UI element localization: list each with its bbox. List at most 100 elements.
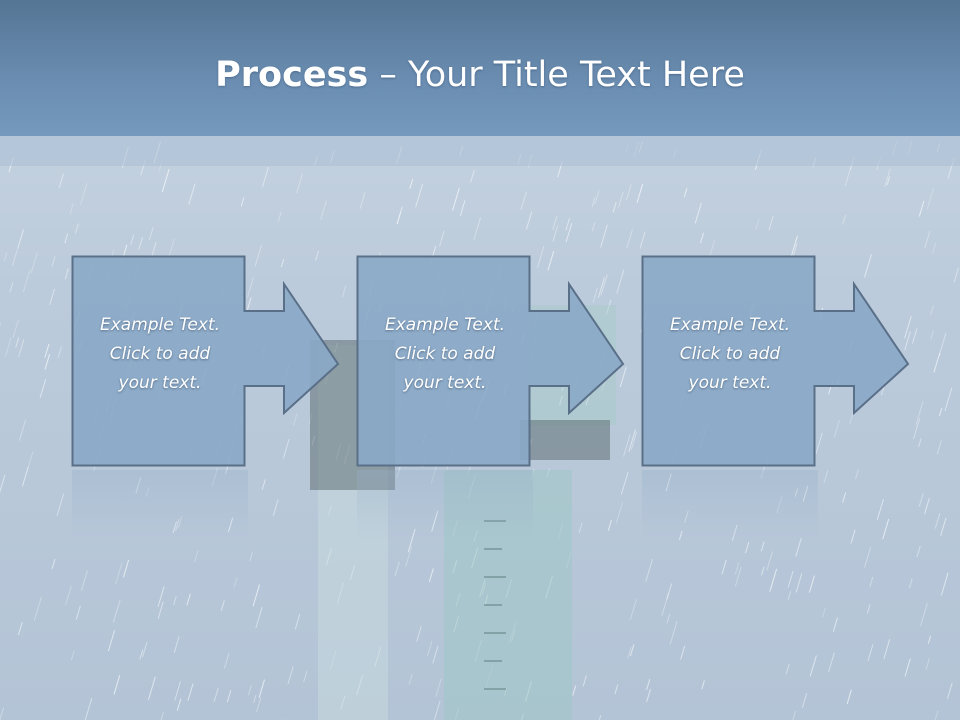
rain-streak bbox=[15, 337, 20, 348]
rain-streak bbox=[287, 666, 294, 685]
rain-streak bbox=[600, 274, 608, 296]
rain-streak bbox=[904, 330, 911, 351]
rain-streak bbox=[867, 644, 874, 662]
rain-streak bbox=[17, 621, 23, 636]
rain-streak bbox=[431, 510, 439, 532]
slide-title[interactable]: Process – Your Title Text Here bbox=[0, 52, 960, 98]
rain-streak bbox=[882, 518, 890, 540]
rain-streak bbox=[886, 176, 891, 186]
rain-streak bbox=[926, 187, 935, 210]
rain-streak bbox=[416, 626, 422, 642]
rain-streak bbox=[272, 499, 279, 517]
rain-streak bbox=[666, 613, 671, 624]
rain-streak bbox=[938, 407, 943, 417]
rain-streak bbox=[536, 246, 545, 268]
rain-streak bbox=[18, 339, 25, 357]
rain-streak bbox=[261, 479, 266, 490]
title-bar bbox=[0, 0, 960, 136]
rain-streak bbox=[240, 197, 245, 207]
process-step-2[interactable]: Example Text. Click to add your text. bbox=[356, 255, 625, 467]
rain-streak bbox=[261, 166, 269, 188]
rain-streak bbox=[940, 517, 947, 536]
rain-streak bbox=[44, 353, 51, 370]
rain-streak bbox=[80, 570, 88, 591]
rain-streak bbox=[315, 250, 319, 261]
rain-streak bbox=[822, 607, 826, 618]
rain-streak bbox=[213, 687, 219, 702]
rain-streak bbox=[559, 395, 563, 406]
step-2-text[interactable]: Example Text. Click to add your text. bbox=[357, 311, 533, 398]
rain-streak bbox=[254, 244, 263, 267]
rain-streak bbox=[107, 630, 116, 652]
rain-streak bbox=[721, 559, 727, 575]
rain-streak bbox=[876, 499, 884, 520]
rain-streak bbox=[432, 645, 439, 664]
rain-streak bbox=[918, 438, 922, 448]
rain-streak bbox=[84, 698, 93, 720]
rain-streak bbox=[18, 419, 27, 441]
rain-streak bbox=[552, 215, 558, 231]
rain-streak bbox=[594, 189, 600, 205]
rain-streak bbox=[3, 252, 8, 262]
rain-streak bbox=[930, 330, 934, 340]
rain-streak bbox=[918, 493, 924, 507]
rain-streak bbox=[801, 693, 808, 708]
rain-streak bbox=[683, 188, 688, 198]
rain-streak bbox=[157, 601, 164, 619]
rain-streak bbox=[49, 288, 55, 306]
step-2-line-1: Example Text. bbox=[384, 315, 506, 335]
rain-streak bbox=[247, 684, 252, 696]
process-step-1[interactable]: Example Text. Click to add your text. bbox=[71, 255, 340, 467]
title-rest-part: – Your Title Text Here bbox=[368, 55, 745, 95]
rain-streak bbox=[161, 168, 170, 193]
rain-streak bbox=[864, 546, 872, 568]
rain-streak bbox=[904, 315, 912, 339]
rain-streak bbox=[405, 546, 413, 567]
rain-streak bbox=[64, 233, 69, 244]
rain-streak bbox=[666, 583, 673, 600]
rain-streak bbox=[832, 617, 839, 632]
rain-streak bbox=[227, 517, 234, 533]
rain-streak bbox=[646, 688, 652, 703]
rain-streak bbox=[64, 268, 69, 280]
rain-streak bbox=[823, 470, 829, 484]
rain-streak bbox=[220, 600, 225, 612]
rain-streak bbox=[808, 575, 815, 593]
step-1-text[interactable]: Example Text. Click to add your text. bbox=[72, 311, 248, 398]
rain-streak bbox=[597, 277, 605, 298]
rain-streak bbox=[925, 658, 930, 671]
rain-streak bbox=[407, 528, 416, 553]
rain-streak bbox=[211, 467, 219, 486]
rain-streak bbox=[646, 678, 651, 691]
rain-streak bbox=[394, 561, 400, 577]
rain-streak bbox=[359, 192, 366, 209]
process-step-3[interactable]: Example Text. Click to add your text. bbox=[641, 255, 910, 467]
rain-streak bbox=[864, 254, 872, 278]
rain-streak bbox=[311, 435, 316, 446]
rain-streak bbox=[139, 649, 144, 660]
rain-streak bbox=[932, 242, 937, 254]
rain-streak bbox=[833, 419, 840, 438]
rain-streak bbox=[4, 337, 12, 357]
rain-streak bbox=[842, 214, 847, 225]
rain-streak bbox=[618, 191, 624, 208]
rain-streak bbox=[439, 230, 445, 247]
rain-streak bbox=[11, 249, 18, 266]
rain-streak bbox=[940, 572, 949, 596]
rain-streak bbox=[69, 203, 74, 215]
step-3-line-1: Example Text. bbox=[669, 315, 791, 335]
rain-streak bbox=[639, 231, 646, 249]
step-3-text[interactable]: Example Text. Click to add your text. bbox=[642, 311, 818, 398]
rain-streak bbox=[850, 529, 856, 544]
rain-streak bbox=[636, 184, 644, 204]
rain-streak bbox=[745, 541, 750, 554]
rain-streak bbox=[755, 219, 760, 231]
rain-streak bbox=[794, 488, 799, 498]
rain-streak bbox=[930, 305, 934, 316]
rain-streak bbox=[193, 550, 199, 563]
rain-streak bbox=[591, 222, 596, 232]
rain-streak bbox=[645, 558, 654, 582]
rain-streak bbox=[58, 173, 64, 188]
rain-streak bbox=[303, 671, 308, 683]
